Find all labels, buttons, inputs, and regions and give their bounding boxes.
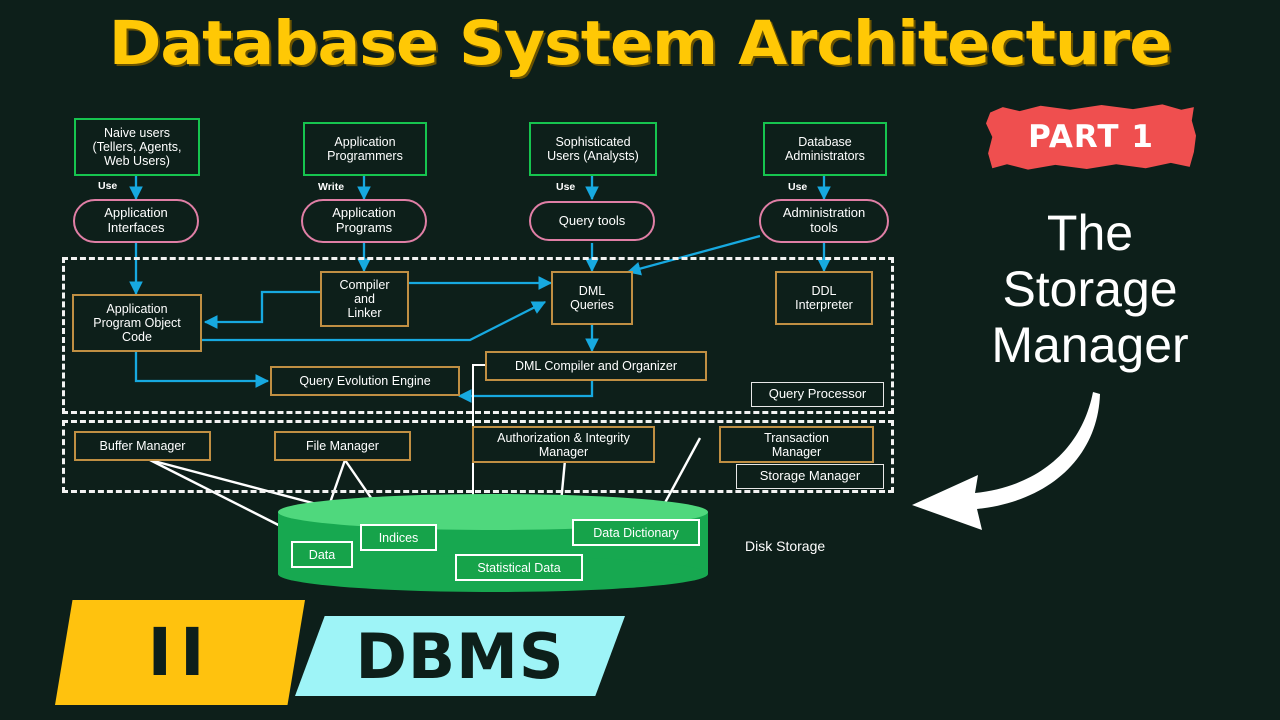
query-processor-container	[62, 257, 894, 414]
query-processor-title-text: Query Processor	[768, 386, 867, 402]
user-box-sophisticated-users[interactable]: Sophisticated Users (Analysts)	[529, 122, 657, 176]
qp-box-dml-compiler-and-organizer[interactable]: DML Compiler and Organizer	[485, 351, 707, 381]
tool-label: Application Interfaces	[104, 205, 168, 235]
disk-item-label: Data Dictionary	[593, 525, 679, 540]
banner-left-shape	[55, 600, 305, 705]
storage-manager-title: Storage Manager	[736, 464, 884, 489]
qp-box-label: Query Evolution Engine	[299, 374, 431, 388]
sm-box-label: File Manager	[306, 439, 379, 453]
user-box-label: Sophisticated Users (Analysts)	[547, 135, 639, 163]
sm-box-label: Authorization & Integrity Manager	[497, 430, 630, 459]
edge-label-use-3: Use	[788, 181, 808, 193]
sm-box-authorization-integrity-manager[interactable]: Authorization & Integrity Manager	[472, 426, 655, 463]
qp-box-ddl-interpreter[interactable]: DDL Interpreter	[775, 271, 873, 325]
user-box-application-programmers[interactable]: Application Programmers	[303, 122, 427, 176]
sm-box-label: Buffer Manager	[99, 439, 186, 453]
storage-manager-headline: The Storage Manager	[930, 205, 1250, 373]
qp-box-query-evolution-engine[interactable]: Query Evolution Engine	[270, 366, 460, 396]
disk-item-label: Statistical Data	[477, 560, 561, 575]
banner-right-shape	[295, 616, 625, 696]
qp-box-label: Compiler and Linker	[339, 278, 390, 320]
storage-manager-container	[62, 420, 894, 493]
qp-box-compiler-and-linker[interactable]: Compiler and Linker	[320, 271, 409, 327]
sm-box-buffer-manager[interactable]: Buffer Manager	[74, 431, 211, 461]
qp-box-label: DDL Interpreter	[795, 284, 853, 312]
sm-box-transaction-manager[interactable]: Transaction Manager	[719, 426, 874, 463]
tool-application-interfaces[interactable]: Application Interfaces	[73, 199, 199, 243]
user-box-database-administrators[interactable]: Database Administrators	[763, 122, 887, 176]
part-badge: PART 1	[986, 103, 1196, 171]
sm-box-label: Transaction Manager	[764, 430, 829, 459]
tool-query-tools[interactable]: Query tools	[529, 201, 655, 241]
headline-line-2: Storage	[1002, 261, 1178, 317]
qp-box-dml-queries[interactable]: DML Queries	[551, 271, 633, 325]
disk-item-label: Indices	[378, 530, 419, 545]
tool-administration-tools[interactable]: Administration tools	[759, 199, 889, 243]
edge-label-use-2: Use	[556, 181, 576, 193]
pause-icon: II	[147, 614, 213, 691]
qp-box-label: DML Queries	[570, 284, 614, 312]
bottom-banner: II DBMS	[55, 600, 625, 705]
banner-subject-label: DBMS	[355, 619, 565, 693]
sm-box-file-manager[interactable]: File Manager	[274, 431, 411, 461]
disk-storage-caption: Disk Storage	[745, 538, 826, 554]
part-badge-background	[986, 104, 1196, 170]
page-title: Database System Architecture	[108, 8, 1173, 79]
disk-item-data[interactable]: Data	[291, 541, 353, 568]
user-box-naive-users[interactable]: Naive users (Tellers, Agents, Web Users)	[74, 118, 200, 176]
edge-label-write: Write	[318, 181, 345, 193]
headline-line-3: Manager	[991, 317, 1189, 373]
edge-label-use-1: Use	[98, 180, 118, 192]
qp-box-label: Application Program Object Code	[93, 302, 181, 344]
tool-label: Query tools	[558, 212, 626, 228]
part-badge-label: PART 1	[1028, 119, 1154, 155]
user-box-label: Application Programmers	[327, 135, 403, 163]
qp-box-label: DML Compiler and Organizer	[514, 359, 678, 373]
user-box-label: Database Administrators	[785, 135, 865, 163]
query-processor-title: Query Processor	[751, 382, 884, 407]
tool-label: Application Programs	[332, 205, 396, 235]
headline-line-1: The	[1046, 205, 1134, 261]
qp-box-application-program-object-code[interactable]: Application Program Object Code	[72, 294, 202, 352]
disk-item-indices[interactable]: Indices	[360, 524, 437, 551]
disk-item-statistical-data[interactable]: Statistical Data	[455, 554, 583, 581]
storage-manager-title-text: Storage Manager	[759, 468, 861, 484]
disk-item-data-dictionary[interactable]: Data Dictionary	[572, 519, 700, 546]
callout-arrow	[912, 392, 1100, 530]
tool-label: Administration tools	[782, 205, 866, 235]
user-box-label: Naive users (Tellers, Agents, Web Users)	[92, 126, 182, 168]
tool-application-programs[interactable]: Application Programs	[301, 199, 427, 243]
disk-item-label: Data	[308, 547, 336, 562]
